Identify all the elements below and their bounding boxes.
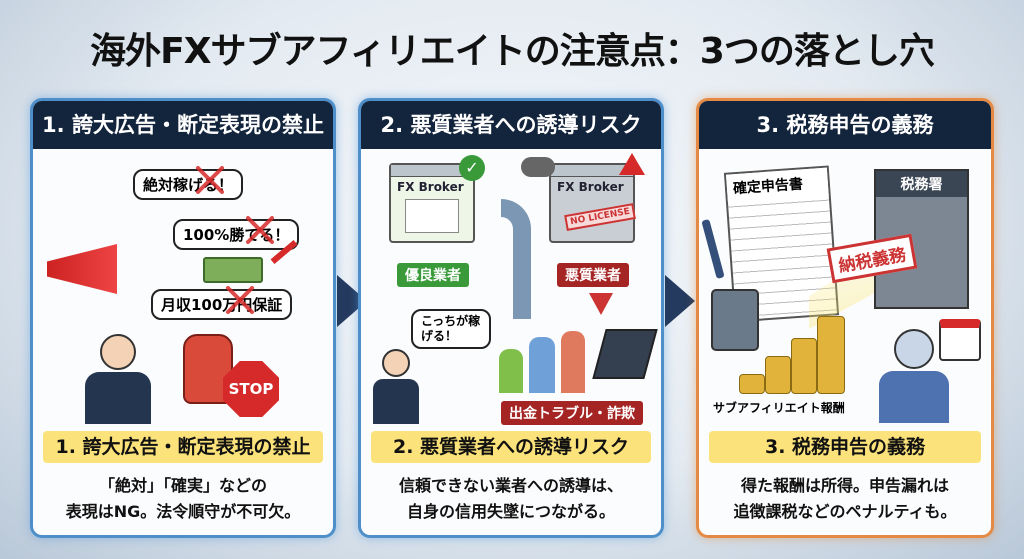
panel-tax-filing: 3. 税務申告の義務 確定申告書 税務署 納税義務 サブアフィリエイト報酬 3.… (696, 98, 994, 538)
panel-header: 2. 悪質業者への誘導リスク (361, 101, 661, 149)
panel-banner: 1. 誇大広告・断定表現の禁止 (43, 431, 323, 463)
pen-icon (701, 218, 725, 280)
bad-broker-label: 悪質業者 (557, 263, 629, 287)
form-title: 確定申告書 (726, 167, 829, 203)
calculator-icon (711, 289, 759, 351)
broker-name: FX Broker (557, 180, 624, 194)
trap-label: 出金トラブル・詐欺 (501, 401, 643, 425)
money-icon (203, 257, 263, 283)
stop-sign: STOP (223, 361, 279, 417)
no-license-stamp: NO LICENSE (564, 203, 637, 231)
hand-stop-icon (183, 334, 233, 404)
businessman-icon (83, 334, 153, 424)
arrow-right-icon (665, 275, 695, 327)
panel-header: 3. 税務申告の義務 (699, 101, 991, 149)
description-line: 自身の信用失墜につながる。 (406, 502, 615, 521)
panel-description: 信頼できない業者への誘導は、 自身の信用失墜につながる。 (367, 473, 655, 525)
broker-name: FX Broker (397, 180, 464, 194)
panel-exaggerated-ads: 1. 誇大広告・断定表現の禁止 絶対稼げる！ 100%勝てる！ 月収100万円保… (30, 98, 336, 538)
panel-header: 1. 誇大広告・断定表現の禁止 (33, 101, 333, 149)
coins-label: サブアフィリエイト報酬 (713, 401, 845, 415)
speech-bubble: こっちが稼げる！ (411, 309, 491, 349)
trap-icon (592, 329, 658, 379)
panel-description: 「絶対」「確実」などの 表現はNG。法令順守が不可欠。 (39, 473, 327, 525)
panel-description: 得た報酬は所得。申告漏れは 追徴課税などのペナルティも。 (705, 473, 985, 525)
panel-banner: 2. 悪質業者への誘導リスク (371, 431, 651, 463)
description-line: 表現はNG。法令順守が不可欠。 (65, 502, 301, 521)
speech-bubble: 月収100万円保証 (151, 289, 293, 320)
good-broker-window: FX Broker (389, 163, 475, 243)
certificate-icon (405, 199, 459, 233)
description-line: 追徴課税などのペナルティも。 (733, 502, 957, 521)
storm-cloud-icon (521, 157, 555, 177)
down-arrow-icon (589, 293, 613, 315)
coins-icon (739, 314, 859, 394)
worried-person-icon (879, 329, 949, 424)
description-line: 得た報酬は所得。申告漏れは (740, 476, 949, 495)
description-line: 信頼できない業者への誘導は、 (398, 476, 623, 495)
office-sign: 税務署 (876, 171, 967, 197)
check-icon: ✓ (459, 155, 485, 181)
calendar-icon (939, 319, 981, 361)
speech-bubble: 絶対稼げる！ (133, 169, 244, 200)
megaphone-icon (47, 244, 117, 294)
panel-banner: 3. 税務申告の義務 (709, 431, 981, 463)
panel-malicious-brokers: 2. 悪質業者への誘導リスク FX Broker ✓ 優良業者 FX Broke… (358, 98, 664, 538)
people-group-icon (499, 331, 589, 393)
warning-icon (619, 153, 645, 175)
path-arrow-icon (501, 199, 531, 319)
affiliate-person-icon (371, 349, 421, 424)
description-line: 「絶対」「確実」などの (98, 476, 267, 495)
illustration-tax: 確定申告書 税務署 納税義務 サブアフィリエイト報酬 (699, 149, 991, 424)
page-title: 海外FXサブアフィリエイトの注意点：3つの落とし穴 (90, 31, 935, 72)
illustration-ads: 絶対稼げる！ 100%勝てる！ 月収100万円保証 STOP (33, 149, 333, 424)
speech-bubble: 100%勝てる！ (173, 219, 300, 250)
good-broker-label: 優良業者 (397, 263, 469, 287)
illustration-brokers: FX Broker ✓ 優良業者 FX Broker NO LICENSE 悪質… (361, 149, 661, 425)
bad-broker-window: FX Broker NO LICENSE (549, 163, 637, 243)
